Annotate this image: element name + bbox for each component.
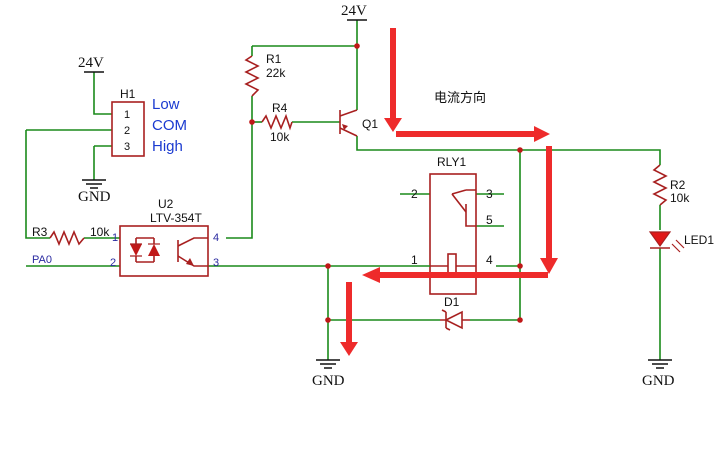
h1-pin-2: 2 [124, 125, 130, 137]
junction-dot [517, 317, 523, 323]
power-24v-top: 24V [341, 3, 367, 21]
arrow-right-icon [396, 126, 550, 142]
power-24v-h1: 24V [78, 55, 104, 73]
r2-ref: R2 [670, 178, 686, 192]
resistor-r3: R3 10k [32, 225, 110, 247]
rly1-pin-1: 1 [411, 253, 418, 267]
junction-dot [517, 147, 523, 153]
r1-value: 22k [266, 66, 286, 80]
rly1-ref: RLY1 [437, 155, 466, 169]
arrow-down-icon [540, 146, 558, 274]
connector-h1: H1 1 2 3 Low COM High [111, 87, 187, 157]
h1-pin-1: 1 [124, 109, 130, 121]
u2-pin-4: 4 [213, 232, 219, 244]
transistor-q1: Q1 [339, 109, 378, 137]
ground-label: GND [78, 189, 111, 205]
rly1-pin-2: 2 [411, 187, 418, 201]
r1-ref: R1 [266, 52, 282, 66]
current-direction-note: 电流方向 [434, 90, 486, 105]
net-label-pa0: PA0 [32, 254, 52, 266]
r2-value: 10k [670, 191, 690, 205]
h1-pin-3: 3 [124, 141, 130, 153]
r4-value: 10k [270, 130, 290, 144]
relay-rly1: RLY1 2 3 5 1 4 [411, 155, 493, 295]
optocoupler-u2: U2 LTV-354T 1 2 3 4 [110, 197, 219, 277]
led-led1: LED1 [648, 231, 714, 253]
r3-ref: R3 [32, 225, 48, 239]
h1-label-com: COM [152, 117, 187, 134]
junction-dot [354, 43, 360, 49]
power-label-24v: 24V [78, 55, 104, 71]
resistor-r4: R4 10k [261, 101, 293, 144]
power-label-24v: 24V [341, 3, 367, 19]
junctions [249, 43, 523, 323]
current-arrows [340, 28, 558, 356]
arrow-down-icon [340, 282, 358, 356]
h1-label-high: High [152, 138, 183, 155]
r3-value: 10k [90, 225, 110, 239]
ground-label: GND [312, 373, 345, 389]
u2-ref: U2 [158, 197, 174, 211]
arrow-left-icon [362, 267, 548, 283]
resistor-r2: R2 10k [652, 164, 690, 206]
diode-d1: D1 [440, 295, 470, 331]
ground-label: GND [642, 373, 675, 389]
u2-pin-3: 3 [213, 257, 219, 269]
wires [25, 20, 661, 360]
q1-ref: Q1 [362, 117, 378, 131]
u2-pin-1: 1 [112, 232, 118, 244]
r4-ref: R4 [272, 101, 288, 115]
ground-mid: GND [312, 359, 345, 389]
resistor-r1: R1 22k [244, 52, 286, 97]
u2-pin-2: 2 [110, 257, 116, 269]
rly1-pin-5: 5 [486, 213, 493, 227]
d1-ref: D1 [444, 295, 460, 309]
rly1-pin-3: 3 [486, 187, 493, 201]
junction-dot [325, 263, 331, 269]
ground-led: GND [642, 359, 675, 389]
ground-h1: GND [78, 179, 111, 205]
led1-ref: LED1 [684, 233, 714, 247]
junction-dot [325, 317, 331, 323]
h1-label-low: Low [152, 96, 180, 113]
rly1-pin-4: 4 [486, 253, 493, 267]
junction-dot [249, 119, 255, 125]
h1-ref: H1 [120, 87, 136, 101]
arrow-down-icon [384, 28, 402, 132]
u2-part: LTV-354T [150, 211, 202, 225]
junction-dot [517, 263, 523, 269]
